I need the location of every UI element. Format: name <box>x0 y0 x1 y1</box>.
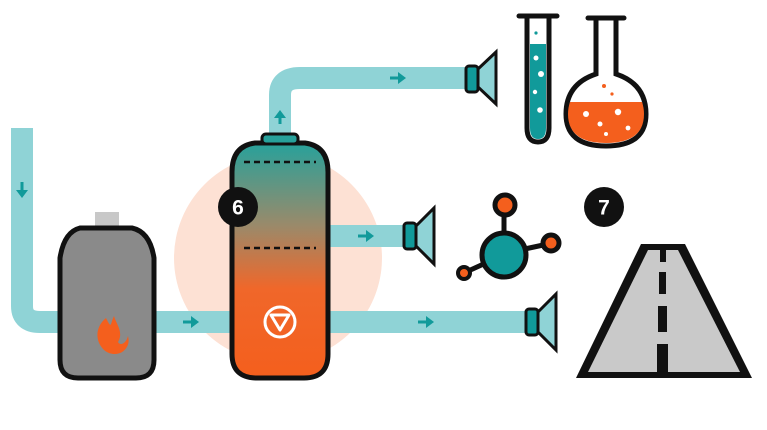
arrow-right-icon <box>358 230 374 242</box>
road-icon <box>576 244 752 378</box>
middle-nozzle <box>402 204 436 268</box>
top-nozzle <box>464 48 498 108</box>
arrow-right-icon <box>183 316 199 328</box>
arrow-right-icon <box>418 316 434 328</box>
step-6-label: 6 <box>232 197 244 220</box>
bottom-nozzle <box>524 290 558 354</box>
flow-arrows <box>16 72 434 328</box>
step-7-badge: 7 <box>584 187 624 227</box>
distillation-column <box>229 132 331 381</box>
valve-icon <box>263 305 297 339</box>
inlet-pipe <box>10 128 70 333</box>
step-6-badge: 6 <box>218 187 258 227</box>
furnace-tank <box>57 212 157 381</box>
step-7-label: 7 <box>598 197 610 220</box>
arrow-right-icon <box>390 72 406 84</box>
molecule-icon <box>456 192 562 281</box>
lab-glassware-icon <box>516 13 649 149</box>
arrow-down-icon <box>16 182 28 198</box>
flame-icon <box>97 316 129 355</box>
test-tube-icon <box>516 13 560 145</box>
flask-icon <box>563 15 649 149</box>
top-output-pipe <box>269 67 470 136</box>
arrow-up-icon <box>274 110 286 124</box>
